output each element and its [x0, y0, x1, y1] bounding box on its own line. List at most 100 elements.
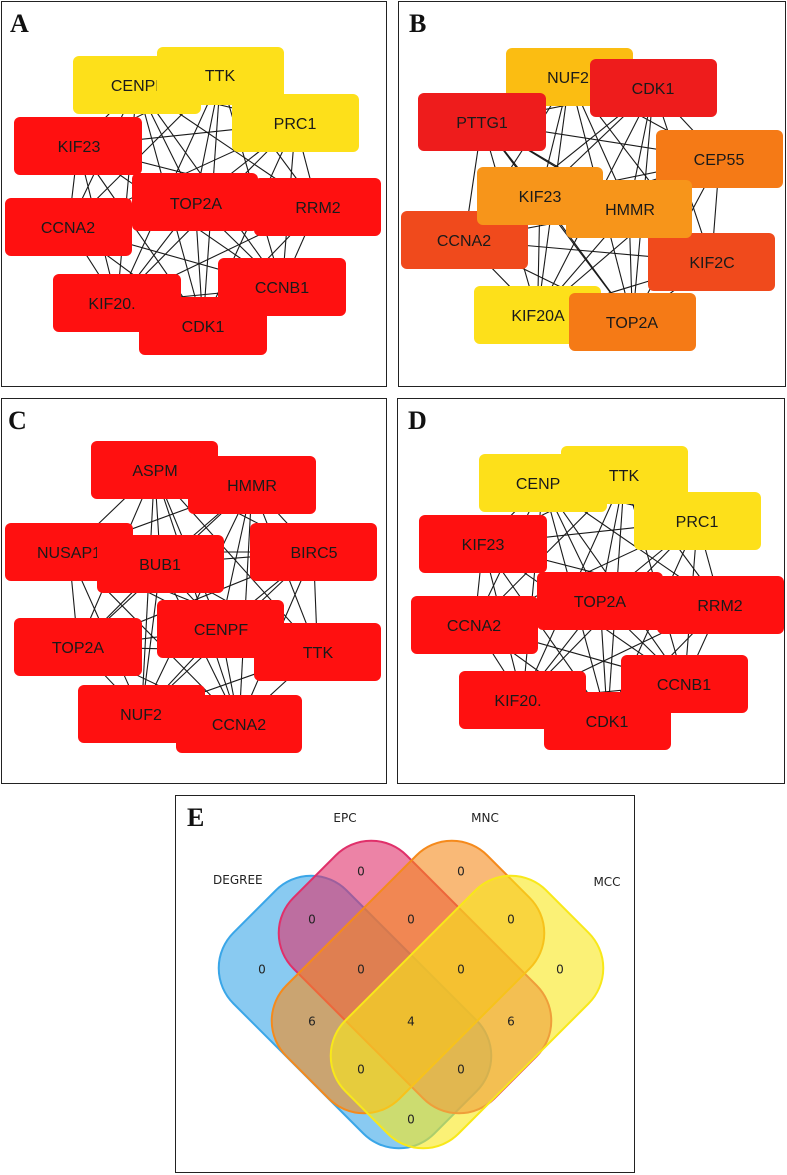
panel-label-a: A: [10, 9, 29, 38]
node-c-top2a: [14, 618, 142, 676]
panel-label-c: C: [8, 406, 27, 435]
node-c-bub1: [97, 535, 224, 593]
node-a-top2a: [132, 173, 258, 231]
venn-set-label-epc: EPC: [333, 811, 356, 825]
node-b-pttg1: [418, 93, 546, 151]
panel-label-d: D: [408, 406, 427, 435]
node-c-ccna2: [176, 695, 302, 753]
node-a-ccna2: [5, 198, 132, 256]
node-c-cenpf: [157, 600, 284, 658]
node-label-b-kif20a: KIF20A: [511, 308, 565, 325]
node-b-top2a: [569, 293, 696, 351]
edge-a-kif23-cdk1: [77, 145, 204, 327]
node-label-d-ttk: TTK: [609, 468, 640, 485]
venn-count-all-four: 4: [407, 1015, 415, 1029]
venn-count-degree-mcc: 0: [407, 1113, 415, 1127]
venn-set-label-mcc: MCC: [593, 875, 620, 889]
node-label-a-cdk1: CDK1: [182, 319, 225, 336]
venn-set-mcc: [329, 874, 605, 1150]
node-d-top2a: [537, 572, 663, 630]
venn-count-mcc-only: 0: [556, 963, 564, 977]
node-label-a-cenpf: CENPF: [111, 78, 165, 95]
node-label-b-cep55: CEP55: [694, 152, 745, 169]
node-label-c-birc5: BIRC5: [290, 545, 337, 562]
venn-count-mnc-only: 0: [457, 865, 465, 879]
node-label-d-top2a: TOP2A: [574, 594, 627, 611]
venn-count-epc-mcc: 6: [507, 1015, 515, 1029]
node-label-b-top2a: TOP2A: [606, 315, 659, 332]
node-label-b-ccna2: CCNA2: [437, 233, 491, 250]
node-label-b-hmmr: HMMR: [605, 202, 655, 219]
venn-set-label-mnc: MNC: [471, 811, 499, 825]
venn-set-label-degree: DEGREE: [213, 873, 263, 887]
venn-count-epc-mnc: 0: [407, 913, 415, 927]
node-a-rrm2: [254, 178, 381, 236]
node-b-cep55: [656, 130, 783, 188]
node-label-a-ccna2: CCNA2: [41, 220, 95, 237]
node-label-c-ttk: TTK: [303, 645, 334, 662]
edge-d-kif23-cdk1: [482, 543, 608, 722]
node-b-kif2c: [648, 233, 775, 291]
node-d-ccna2: [411, 596, 538, 654]
node-label-b-kif2c: KIF2C: [689, 255, 734, 272]
panel-label-e: E: [187, 803, 205, 832]
node-d-prc1: [634, 492, 761, 550]
node-label-c-top2a: TOP2A: [52, 640, 105, 657]
venn-count-degree-epc-mnc: 0: [357, 963, 365, 977]
node-label-a-ccnb1: CCNB1: [255, 280, 309, 297]
edge-c-aspm-ccna2: [153, 469, 240, 725]
node-d-ttk: [561, 446, 688, 504]
node-label-c-bub1: BUB1: [139, 557, 181, 574]
node-b-cdk1: [590, 59, 717, 117]
node-label-d-kif20a: KIF20.: [494, 693, 541, 710]
node-label-d-rrm2: RRM2: [697, 598, 742, 615]
node-label-b-nuf2: NUF2: [547, 70, 589, 87]
node-label-a-kif23: KIF23: [58, 139, 101, 156]
node-label-a-prc1: PRC1: [274, 116, 317, 133]
node-label-a-ttk: TTK: [205, 68, 236, 85]
venn-count-degree-only: 0: [258, 963, 266, 977]
node-a-kif23: [14, 117, 142, 175]
node-c-nuf2: [78, 685, 205, 743]
venn-count-degree-epc-mcc: 0: [457, 1063, 465, 1077]
node-d-rrm2: [657, 576, 784, 634]
edge-c-aspm-ttk: [154, 469, 318, 653]
node-b-kif23: [477, 167, 603, 225]
node-a-prc1: [232, 94, 359, 152]
node-label-d-prc1: PRC1: [676, 514, 719, 531]
venn-count-degree-epc: 0: [308, 913, 316, 927]
node-c-ttk: [254, 623, 381, 681]
node-b-ccna2: [401, 211, 528, 269]
node-label-a-kif20a: KIF20.: [88, 296, 135, 313]
node-label-c-aspm: ASPM: [132, 463, 177, 480]
node-label-b-kif23: KIF23: [519, 189, 562, 206]
node-c-birc5: [250, 523, 377, 581]
venn-count-degree-mnc-mcc: 0: [357, 1063, 365, 1077]
node-label-a-top2a: TOP2A: [170, 196, 223, 213]
venn-count-mnc-mcc: 0: [507, 913, 515, 927]
node-label-c-nuf2: NUF2: [120, 707, 162, 724]
node-label-c-cenpf: CENPF: [194, 622, 248, 639]
node-d-cdk1: [544, 692, 671, 750]
node-label-b-cdk1: CDK1: [632, 81, 675, 98]
node-label-d-cdk1: CDK1: [586, 714, 629, 731]
node-a-ttk: [157, 47, 284, 105]
venn-count-epc-only: 0: [357, 865, 365, 879]
node-label-c-hmmr: HMMR: [227, 478, 277, 495]
node-label-c-nusap1: NUSAP1: [37, 545, 101, 562]
venn-count-epc-mnc-mcc: 0: [457, 963, 465, 977]
node-label-d-ccnb1: CCNB1: [657, 677, 711, 694]
venn-count-degree-mnc: 6: [308, 1015, 316, 1029]
node-d-kif23: [419, 515, 547, 573]
node-label-d-ccna2: CCNA2: [447, 618, 501, 635]
node-label-b-pttg1: PTTG1: [456, 115, 508, 132]
panel-label-b: B: [409, 9, 427, 38]
node-c-aspm: [91, 441, 218, 499]
node-c-hmmr: [188, 456, 316, 514]
node-label-d-kif23: KIF23: [462, 537, 505, 554]
node-label-d-cenpf: CENPF: [516, 476, 570, 493]
